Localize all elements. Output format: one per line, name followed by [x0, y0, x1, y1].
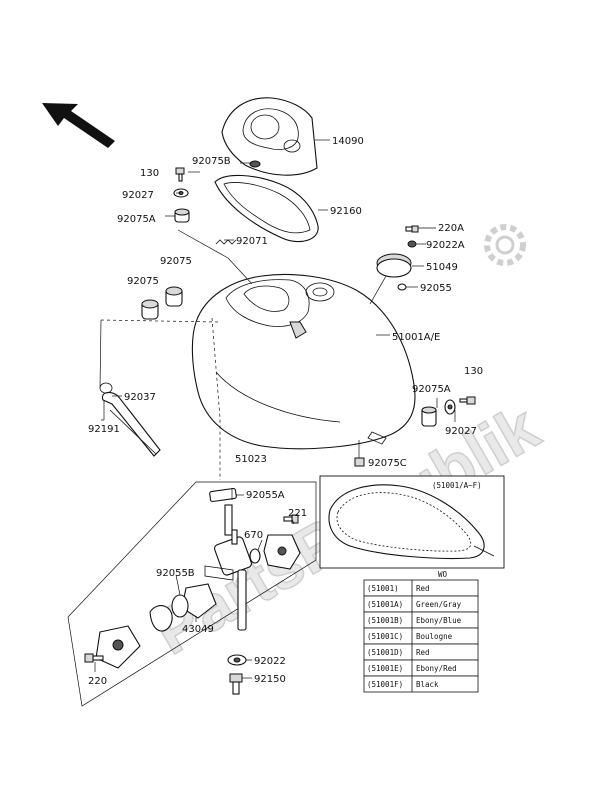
spring-seal-part	[149, 605, 173, 632]
damper-92075a-right-part	[421, 406, 437, 427]
color-table-code: (51001D)	[367, 648, 403, 657]
label-51001ae: 51001A/E	[392, 332, 440, 343]
label-92075-lower: 92075	[127, 276, 159, 287]
label-220a: 220A	[438, 223, 464, 234]
label-92075a-right: 92075A	[412, 384, 451, 395]
label-43049: 43049	[182, 624, 214, 635]
label-92022: 92022	[254, 656, 286, 667]
tank-color-inset: (51001/A~F) WO	[319, 475, 505, 579]
label-92075-upper: 92075	[160, 256, 192, 267]
color-table-color: Red	[416, 584, 430, 593]
label-92027-right: 92027	[445, 426, 477, 437]
leader-lines	[94, 139, 456, 679]
label-14090: 14090	[332, 136, 364, 147]
label-92075c: 92075C	[368, 458, 407, 469]
color-table-code: (51001B)	[367, 616, 403, 625]
bolt-92150-part	[229, 673, 243, 695]
damper-92075c-part	[354, 457, 365, 467]
label-51023: 51023	[235, 454, 267, 465]
label-92075b: 92075B	[192, 156, 231, 167]
fuel-cock-51023-part	[204, 504, 252, 631]
hose-92191-part	[101, 391, 161, 457]
color-table-code: (51001A)	[367, 600, 403, 609]
color-table-code: (51001F)	[367, 680, 403, 689]
color-table-color: Ebony/Blue	[416, 616, 462, 625]
fuel-tank-part	[191, 274, 416, 450]
label-92160: 92160	[330, 206, 362, 217]
damper-92075a-part	[174, 208, 190, 223]
label-92071: 92071	[236, 236, 268, 247]
label-130-right: 130	[464, 366, 483, 377]
spring-92071-part	[215, 239, 237, 245]
color-table-color: Black	[416, 680, 439, 689]
label-92055a: 92055A	[246, 490, 285, 501]
color-table-color: Red	[416, 648, 430, 657]
washer-92022a-part	[407, 240, 417, 248]
label-220: 220	[88, 676, 107, 687]
front-direction-arrow-icon	[42, 103, 115, 148]
label-670: 670	[244, 530, 263, 541]
screw-220a-part	[405, 225, 419, 233]
bolt-130-part	[175, 167, 185, 182]
label-92037: 92037	[124, 392, 156, 403]
screw-220-part	[84, 653, 104, 663]
label-92055: 92055	[420, 283, 452, 294]
color-table-color: Ebony/Red	[416, 664, 457, 673]
label-92150: 92150	[254, 674, 286, 685]
washer-92027-right-part	[444, 399, 456, 415]
washer-92022-part	[227, 654, 247, 666]
inset-caption: (51001/A~F)	[432, 481, 482, 490]
label-92055b: 92055B	[156, 568, 195, 579]
dampers-92075-part	[141, 286, 183, 320]
label-221: 221	[288, 508, 307, 519]
cover-670-part	[263, 534, 301, 570]
color-table: (51001) Red (51001A) Green/Gray (51001B) Ebon…	[363, 579, 479, 693]
plate-220-part	[95, 625, 141, 669]
clip-92037-part	[99, 382, 113, 394]
bolt-130-right-part	[459, 396, 476, 405]
oring-92055b-part	[171, 594, 189, 618]
label-92075a-top: 92075A	[117, 214, 156, 225]
color-table-color: Boulogne	[416, 632, 453, 641]
label-51049: 51049	[426, 262, 458, 273]
label-92022a: 92022A	[426, 240, 465, 251]
gasket-part	[214, 174, 319, 243]
plate-92055a-part	[209, 487, 237, 503]
color-table-code: (51001C)	[367, 632, 403, 641]
color-table-color: Green/Gray	[416, 600, 462, 609]
oring-670-part	[249, 548, 261, 564]
label-92027-top: 92027	[122, 190, 154, 201]
label-92191: 92191	[88, 424, 120, 435]
color-table-code: (51001E)	[367, 664, 403, 673]
seal-92055-part	[397, 283, 407, 291]
watermark-gear-icon	[484, 224, 526, 266]
color-table-code: (51001)	[367, 584, 399, 593]
color-table-row	[363, 675, 479, 693]
meter-cover-part	[221, 97, 318, 176]
fuel-cock-group-frame	[67, 481, 317, 707]
inset-note: WO	[438, 570, 448, 579]
cap-51049-part	[376, 253, 412, 278]
label-130-top: 130	[140, 168, 159, 179]
